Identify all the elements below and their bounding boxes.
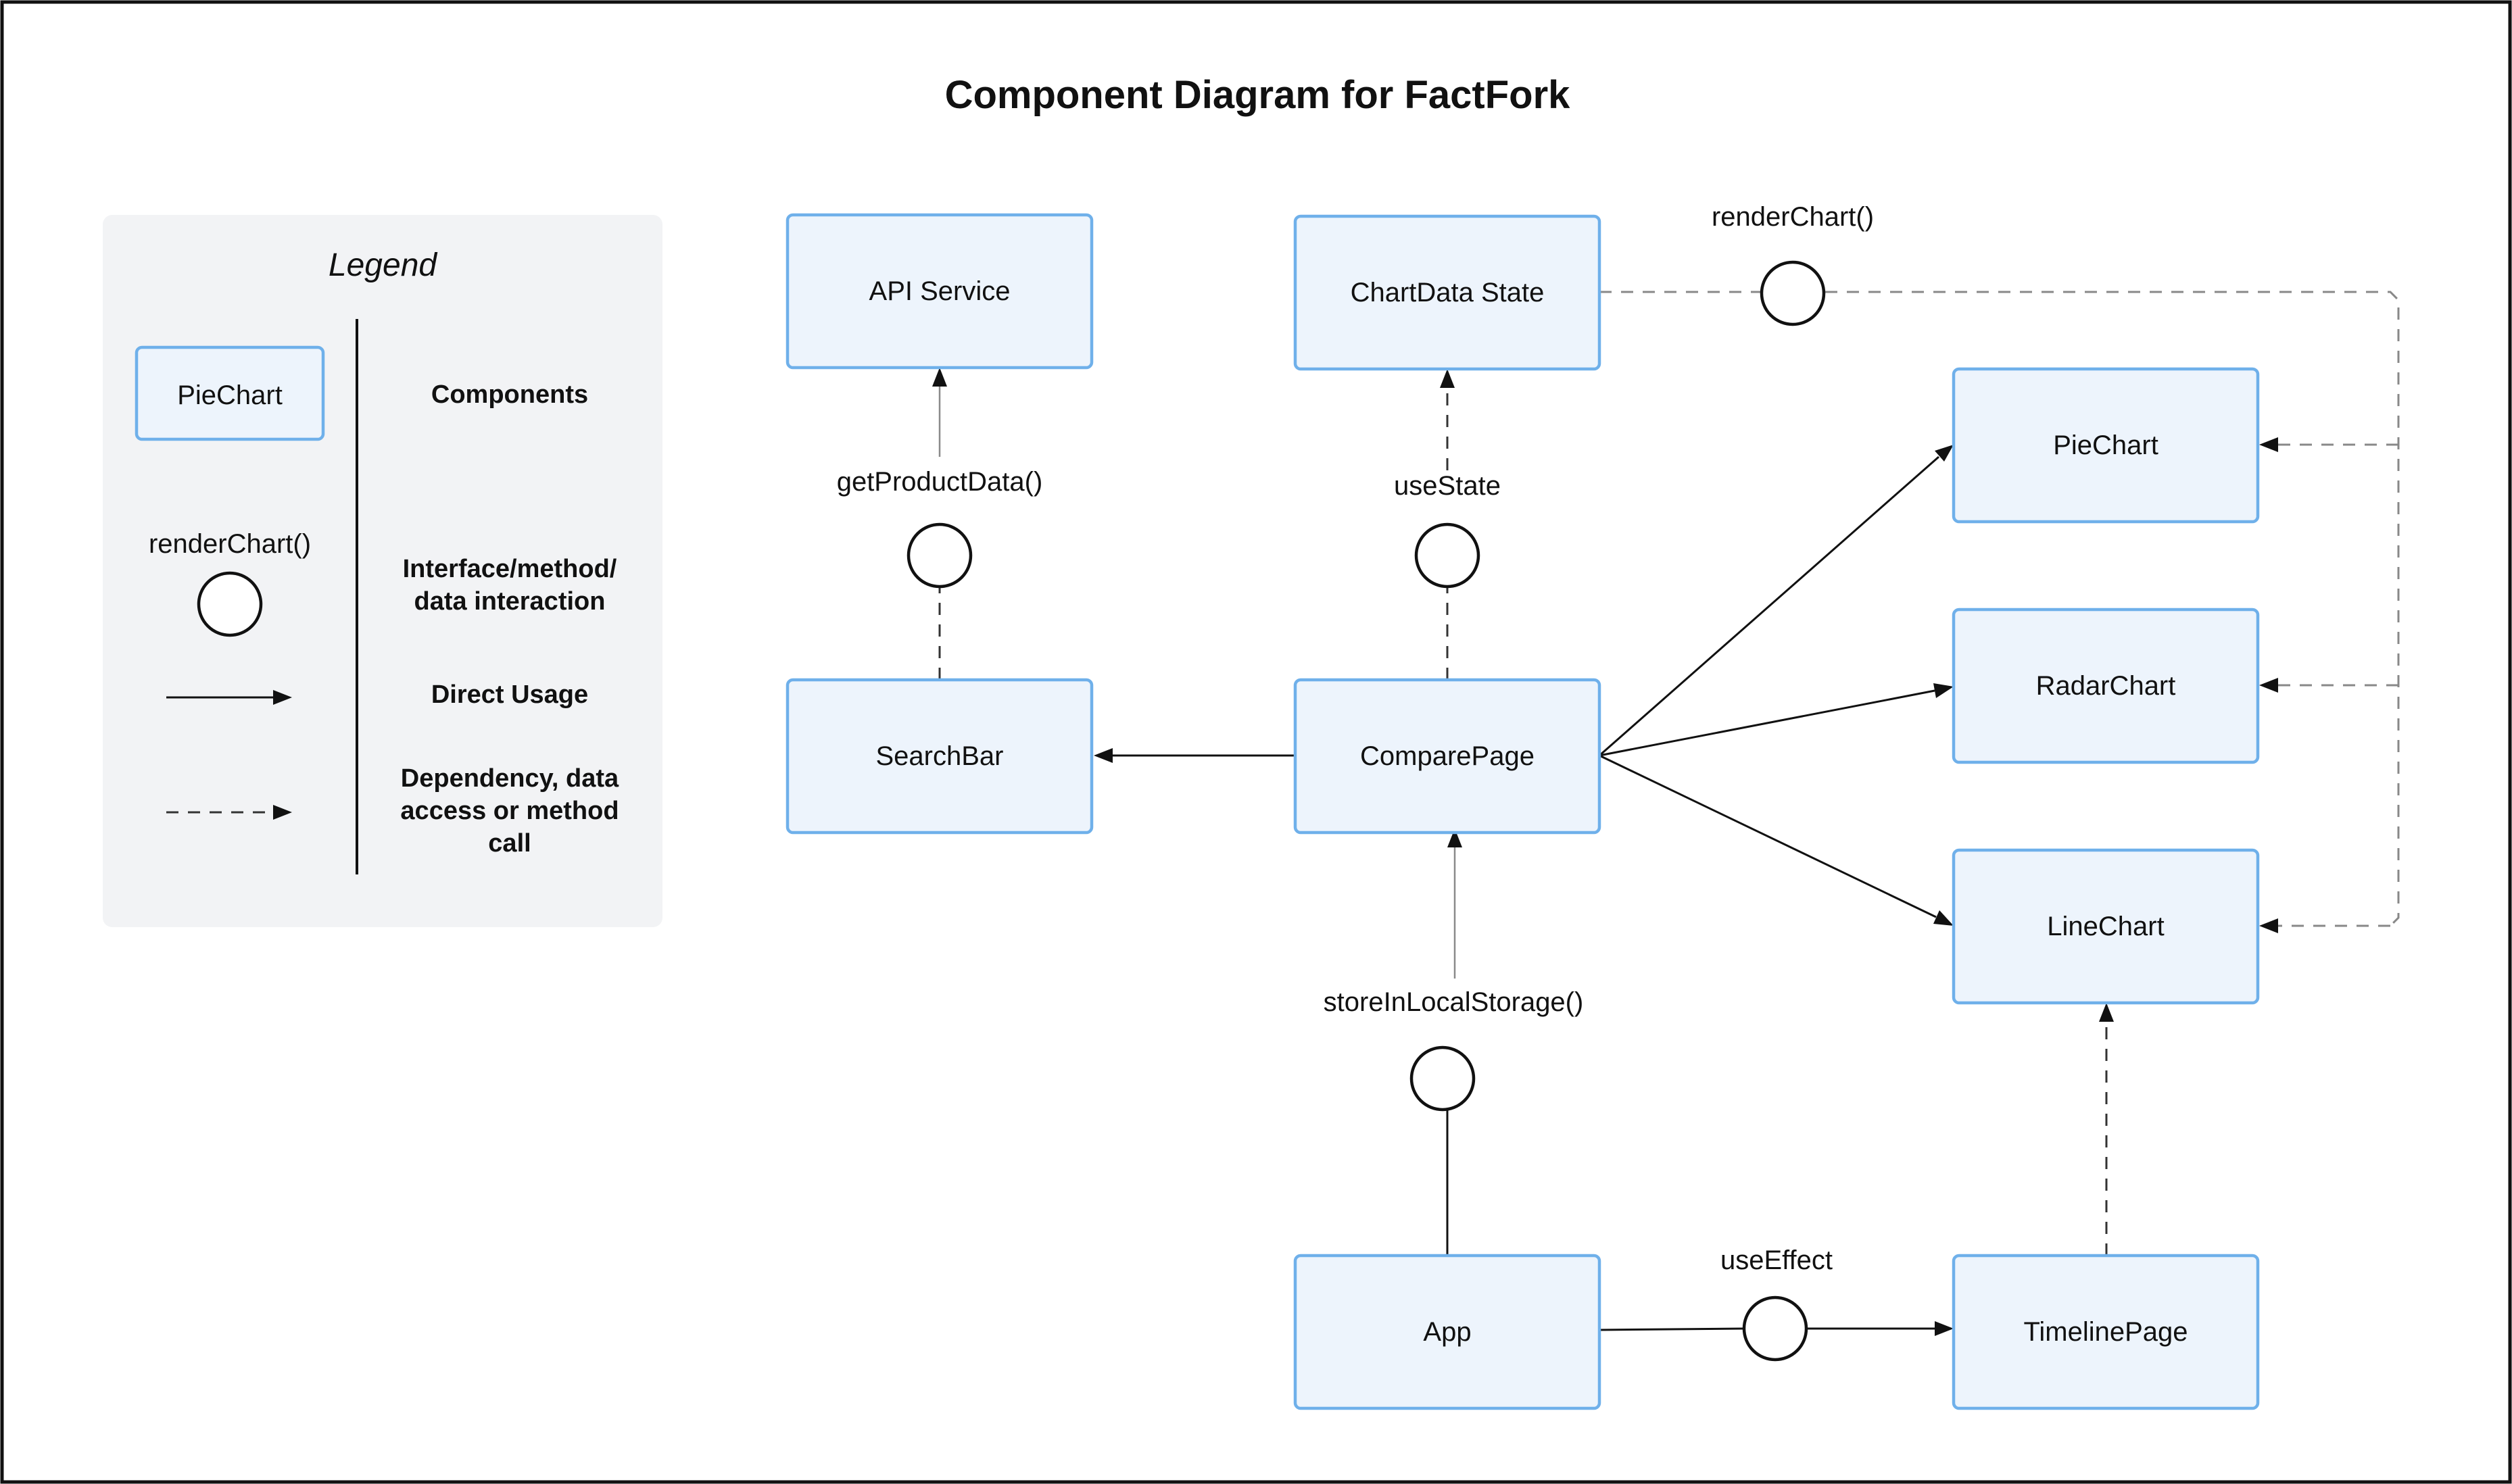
legend-interface-circle bbox=[197, 571, 263, 637]
component-app-label: App bbox=[1423, 1317, 1471, 1347]
connector-renderchart-bus bbox=[1825, 291, 2400, 927]
component-radarchart-label: RadarChart bbox=[2036, 671, 2176, 701]
arrowhead-api-service bbox=[932, 368, 947, 387]
component-api-service-label: API Service bbox=[869, 276, 1011, 306]
legend-dependency-arrowhead bbox=[273, 805, 292, 820]
legend-direct-usage-desc: Direct Usage bbox=[431, 681, 588, 709]
arrowhead-linechart-timeline bbox=[2099, 1003, 2114, 1022]
connector-comparepage-to-linechart bbox=[1599, 754, 1937, 918]
component-timelinepage-label: TimelinePage bbox=[2023, 1317, 2188, 1347]
arrowhead-linechart-render bbox=[2259, 918, 2278, 933]
interface-getproductdata-circle bbox=[907, 522, 973, 589]
legend-component-desc: Components bbox=[431, 380, 588, 409]
arrowhead-timelinepage bbox=[1935, 1321, 1954, 1336]
interface-storeinlocalstorage-label: storeInLocalStorage() bbox=[1324, 987, 1584, 1017]
interface-useeffect-label: useEffect bbox=[1720, 1245, 1833, 1275]
legend-panel: Legend PieChart Components renderChart()… bbox=[103, 215, 662, 927]
legend-interface-sample-label: renderChart() bbox=[149, 529, 311, 559]
connector-comparepage-to-piechart bbox=[1599, 455, 1939, 757]
arrowhead-radarchart-render bbox=[2259, 678, 2278, 693]
component-api-service[interactable]: API Service bbox=[786, 213, 1094, 370]
interface-useeffect-circle bbox=[1742, 1295, 1808, 1362]
arrowhead-piechart-direct bbox=[1935, 445, 1954, 462]
arrowhead-searchbar bbox=[1094, 748, 1113, 763]
legend-heading: Legend bbox=[329, 247, 437, 283]
component-timelinepage[interactable]: TimelinePage bbox=[1952, 1254, 2260, 1410]
component-comparepage-label: ComparePage bbox=[1360, 741, 1535, 771]
connector-comparepage-to-radarchart bbox=[1599, 689, 1935, 757]
component-app[interactable]: App bbox=[1293, 1254, 1601, 1410]
component-linechart-label: LineChart bbox=[2047, 912, 2164, 941]
connector-app-to-useeffect bbox=[1599, 1327, 1745, 1331]
component-linechart[interactable]: LineChart bbox=[1952, 848, 2260, 1005]
legend-component-sample bbox=[135, 345, 325, 441]
arrowhead-linechart-direct bbox=[1933, 910, 1954, 926]
component-radarchart[interactable]: RadarChart bbox=[1952, 608, 2260, 764]
interface-renderchart-circle bbox=[1760, 260, 1826, 326]
legend-interface-desc-line2: data interaction bbox=[414, 587, 606, 616]
legend-component-sample-label: PieChart bbox=[177, 380, 283, 410]
legend-dependency-desc-line3: call bbox=[488, 829, 531, 858]
component-piechart[interactable]: PieChart bbox=[1952, 367, 2260, 524]
component-chartdata-state[interactable]: ChartData State bbox=[1293, 214, 1601, 371]
interface-getproductdata-label: getProductData() bbox=[837, 467, 1043, 497]
component-comparepage[interactable]: ComparePage bbox=[1293, 678, 1601, 835]
interface-usestate-label: useState bbox=[1394, 471, 1501, 501]
component-chartdata-state-label: ChartData State bbox=[1351, 278, 1545, 307]
component-searchbar[interactable]: SearchBar bbox=[786, 678, 1094, 835]
interface-storeinlocalstorage-circle bbox=[1409, 1045, 1476, 1112]
legend-direct-usage-arrowhead bbox=[273, 690, 292, 705]
arrowhead-radarchart-direct bbox=[1933, 683, 1954, 698]
arrowhead-comparepage bbox=[1447, 828, 1462, 847]
diagram-title: Component Diagram for FactFork bbox=[945, 73, 1571, 117]
arrowhead-piechart-render bbox=[2259, 437, 2278, 452]
arrowhead-chartdata-state bbox=[1440, 369, 1455, 388]
legend-dependency-desc-line2: access or method bbox=[400, 797, 619, 825]
interface-renderchart-label: renderChart() bbox=[1712, 202, 1874, 232]
legend-dependency-desc-line1: Dependency, data bbox=[401, 764, 619, 793]
component-piechart-label: PieChart bbox=[2053, 430, 2158, 460]
interface-usestate-circle bbox=[1414, 522, 1480, 589]
legend-interface-desc-line1: Interface/method/ bbox=[403, 555, 617, 583]
component-searchbar-label: SearchBar bbox=[876, 741, 1004, 771]
